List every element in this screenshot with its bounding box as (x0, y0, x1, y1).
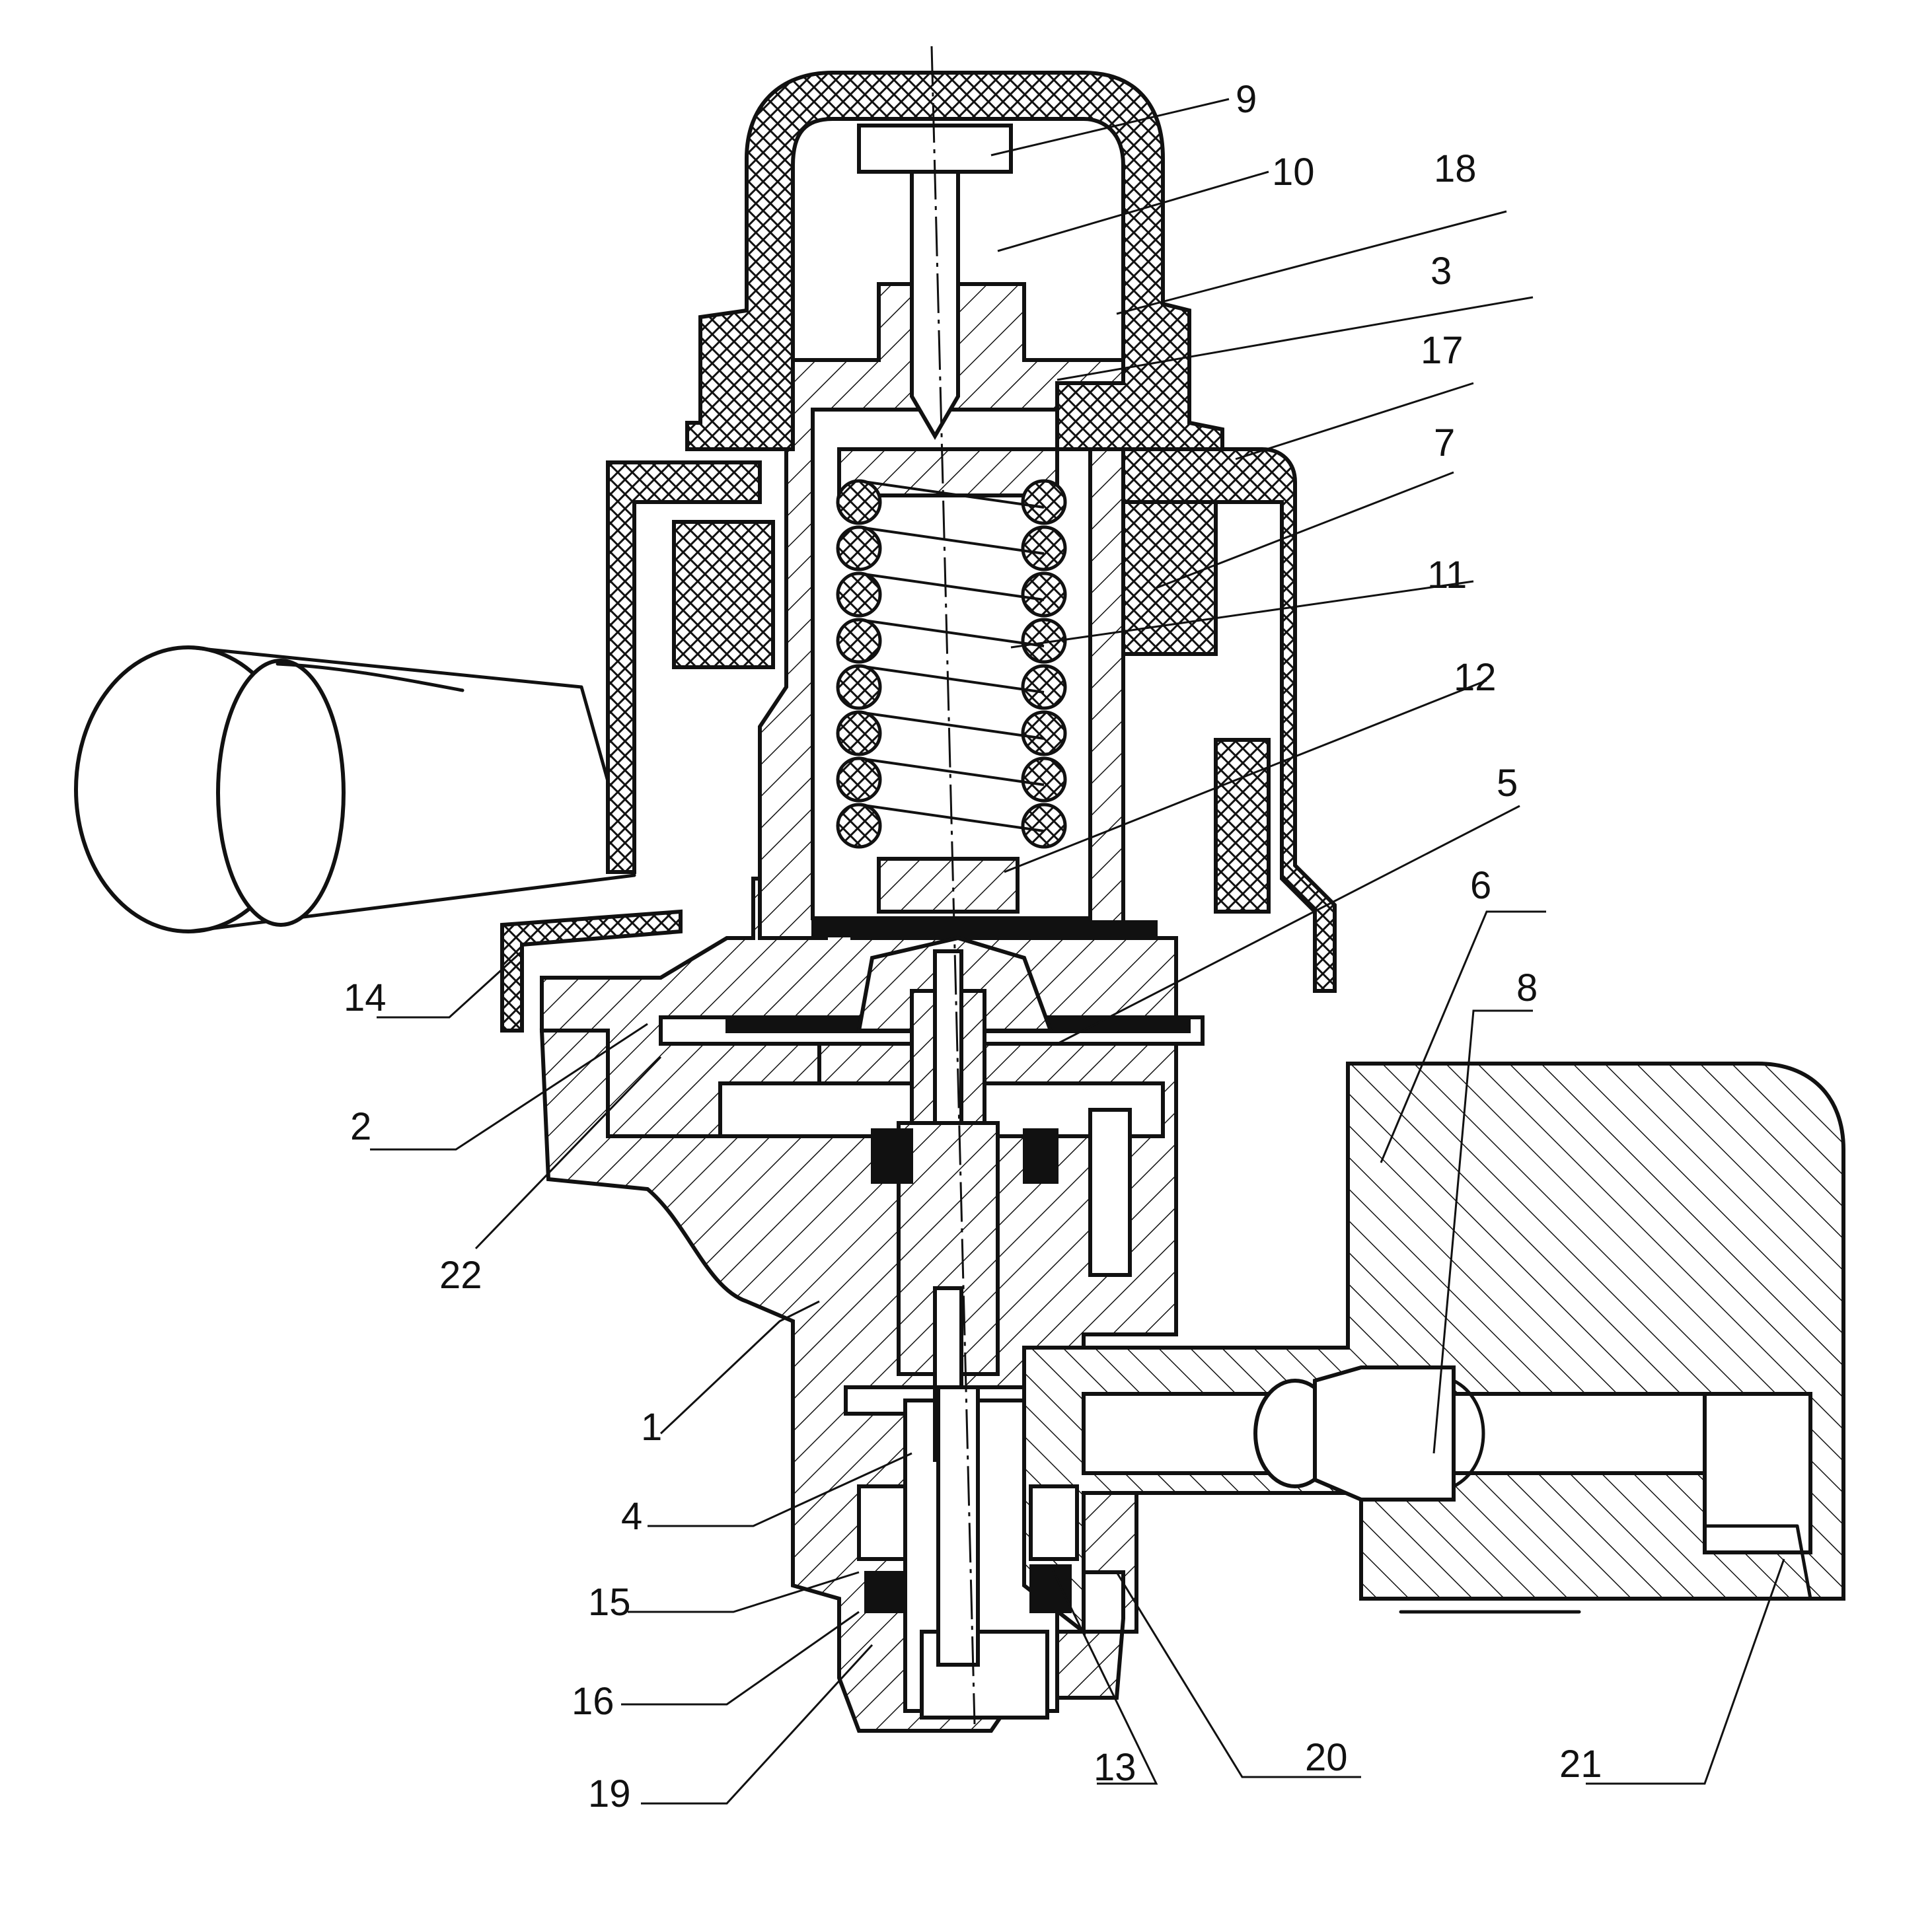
spring-coil-section (836, 756, 882, 803)
label-3: 3 (1430, 250, 1452, 293)
outer-cover (500, 447, 1337, 1033)
spring-coil-wire (858, 572, 1045, 601)
spring-coil-wire (858, 757, 1045, 786)
label-5: 5 (1497, 762, 1518, 805)
label-18: 18 (1434, 147, 1477, 190)
label-22: 22 (439, 1254, 482, 1297)
spring-coil-section (1021, 756, 1067, 803)
spring-coil-section (836, 571, 882, 618)
spring-coil-section (836, 664, 882, 710)
stem (857, 949, 1132, 1667)
spring-coil-section (1021, 525, 1067, 571)
spring (836, 447, 1067, 914)
spring-coil-section (836, 803, 882, 849)
label-11: 11 (1427, 554, 1467, 597)
label-14: 14 (344, 976, 387, 1019)
part-labels: 9 10 18 3 17 7 11 12 5 6 8 14 2 22 1 4 1… (344, 78, 1602, 1815)
label-2: 2 (350, 1105, 371, 1148)
spring-coil-wire (858, 665, 1045, 694)
label-4: 4 (621, 1495, 642, 1538)
top-cap (685, 71, 1224, 451)
label-12: 12 (1454, 656, 1497, 699)
spring-coil-wire (858, 618, 1045, 647)
label-15: 15 (588, 1581, 631, 1624)
side-block (1022, 1062, 1845, 1636)
label-6: 6 (1470, 864, 1491, 907)
label-20: 20 (1305, 1736, 1348, 1779)
spring-coil-section (836, 618, 882, 664)
spring-coil-section (1021, 479, 1067, 525)
spring-coil-wire (858, 526, 1045, 555)
label-1: 1 (641, 1406, 662, 1449)
spring-coil-section (836, 479, 882, 525)
center-line (930, 46, 976, 1725)
leader-lines (370, 98, 1785, 1805)
label-19: 19 (588, 1772, 631, 1815)
spring-coil-section (836, 710, 882, 756)
spring-coil-section (1021, 571, 1067, 618)
label-10: 10 (1272, 151, 1315, 194)
label-21: 21 (1559, 1743, 1602, 1786)
label-7: 7 (1434, 421, 1455, 464)
label-13: 13 (1094, 1746, 1136, 1789)
label-16: 16 (572, 1680, 614, 1723)
spring-coil-section (836, 525, 882, 571)
valve-body (539, 989, 1178, 1733)
spring-coil-section (1021, 664, 1067, 710)
label-9: 9 (1236, 78, 1257, 121)
label-17: 17 (1421, 329, 1464, 372)
spring-coil-section (1021, 710, 1067, 756)
spring-coil-wire (858, 711, 1045, 740)
spring-coil-section (1021, 803, 1067, 849)
lever-handle (74, 645, 636, 933)
spring-coil-wire (858, 480, 1045, 509)
label-8: 8 (1516, 966, 1538, 1009)
spring-coil-section (1021, 618, 1067, 664)
